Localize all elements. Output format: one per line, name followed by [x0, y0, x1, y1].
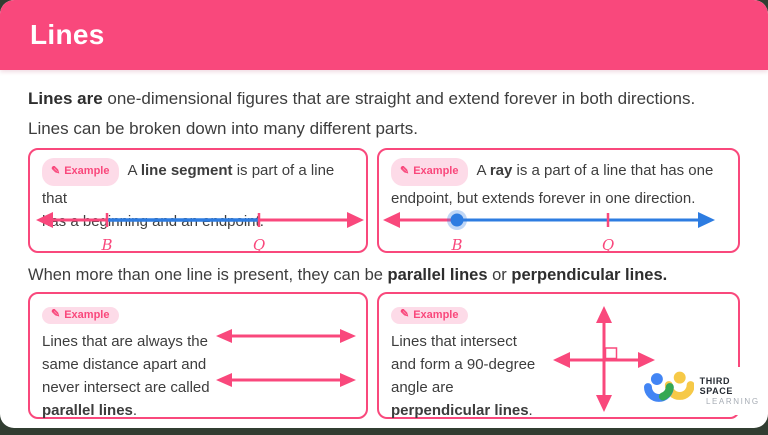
middle-or: or	[487, 266, 512, 284]
example-badge-label: Example	[413, 165, 459, 177]
page-header: Lines	[0, 0, 768, 70]
pencil-icon: ✎	[400, 308, 410, 320]
segment-bold: line segment	[140, 162, 233, 179]
ray-pre: A	[476, 162, 490, 179]
perpendicular-lines-diagram	[553, 306, 655, 412]
label-b: B	[100, 236, 112, 254]
parallel-lines-diagram	[216, 329, 356, 387]
middle-paragraph: When more than one line is present, they…	[28, 262, 758, 288]
parallel-text: Lines that are always the same distance …	[30, 324, 366, 422]
label-b: B	[450, 236, 462, 254]
right-arrowhead	[698, 212, 715, 228]
line-segment-diagram: B Q	[36, 212, 364, 254]
arrowhead	[340, 373, 356, 387]
parallel-pre: Lines that are always the same distance …	[42, 332, 210, 396]
intro-rest: one-dimensional figures that are straigh…	[28, 89, 696, 138]
perpendicular-bold: perpendicular lines	[391, 401, 529, 419]
ray-post: is a part of a line that has one endpoin…	[391, 162, 714, 207]
middle-pre: When more than one line is present, they…	[28, 266, 388, 284]
example-badge: ✎Example	[42, 158, 120, 186]
endpoint-dot	[450, 213, 464, 227]
arrowhead-up	[596, 306, 612, 323]
arrowhead	[340, 329, 356, 343]
intro-paragraph: Lines are one-dimensional figures that a…	[28, 84, 748, 144]
ray-bold: ray	[489, 162, 513, 179]
parallel-lines-example-box: ✎Example Lines that are always the same …	[28, 292, 368, 419]
example-badge: ✎Example	[391, 158, 469, 186]
segment-pre: A	[127, 162, 141, 179]
parallel-bold: parallel lines	[42, 401, 133, 419]
logo-line1: THIRD SPACE	[699, 376, 733, 396]
middle-bold-parallel: parallel lines	[387, 266, 488, 284]
badge-row: ✎Example	[379, 294, 738, 324]
pencil-icon: ✎	[400, 165, 410, 177]
example-badge: ✎Example	[42, 306, 120, 324]
right-angle-square	[604, 347, 618, 360]
badge-row: ✎Example	[30, 294, 366, 324]
left-arrowhead	[36, 212, 53, 228]
pencil-icon: ✎	[51, 308, 61, 320]
arrowhead	[216, 373, 232, 387]
example-badge: ✎Example	[391, 306, 469, 324]
label-q: Q	[253, 236, 265, 254]
arrowhead	[216, 329, 232, 343]
logo-line2: LEARNING	[705, 397, 760, 406]
ray-diagram: B Q	[383, 210, 715, 254]
label-q: Q	[602, 236, 614, 254]
page-title: Lines	[30, 19, 105, 50]
right-arrowhead	[347, 212, 364, 228]
example-badge-label: Example	[64, 308, 110, 321]
parallel-post: .	[132, 401, 138, 419]
example-badge-label: Example	[64, 165, 110, 177]
arrowhead-right	[638, 352, 655, 368]
arrowhead-down	[596, 395, 612, 412]
third-space-learning-logo: THIRD SPACE LEARNING	[640, 367, 766, 415]
left-arrowhead	[383, 212, 400, 228]
perpendicular-post: .	[528, 401, 533, 419]
perpendicular-text: Lines that intersect and form a 90-degre…	[379, 324, 738, 422]
perpendicular-pre: Lines that intersect and form a 90-degre…	[391, 332, 536, 396]
ray-example-box: ✎Example A ray is a part of a line that h…	[377, 148, 740, 254]
example-badge-label: Example	[413, 308, 459, 321]
pencil-icon: ✎	[51, 165, 61, 177]
arrowhead-left	[553, 352, 570, 368]
middle-bold-perpendicular: perpendicular lines.	[511, 266, 668, 284]
logo-icon	[644, 371, 694, 402]
ray-text: ✎Example A ray is a part of a line that h…	[379, 150, 738, 210]
intro-bold: Lines are	[28, 89, 103, 108]
logo-text: THIRD SPACE LEARNING	[700, 376, 766, 406]
